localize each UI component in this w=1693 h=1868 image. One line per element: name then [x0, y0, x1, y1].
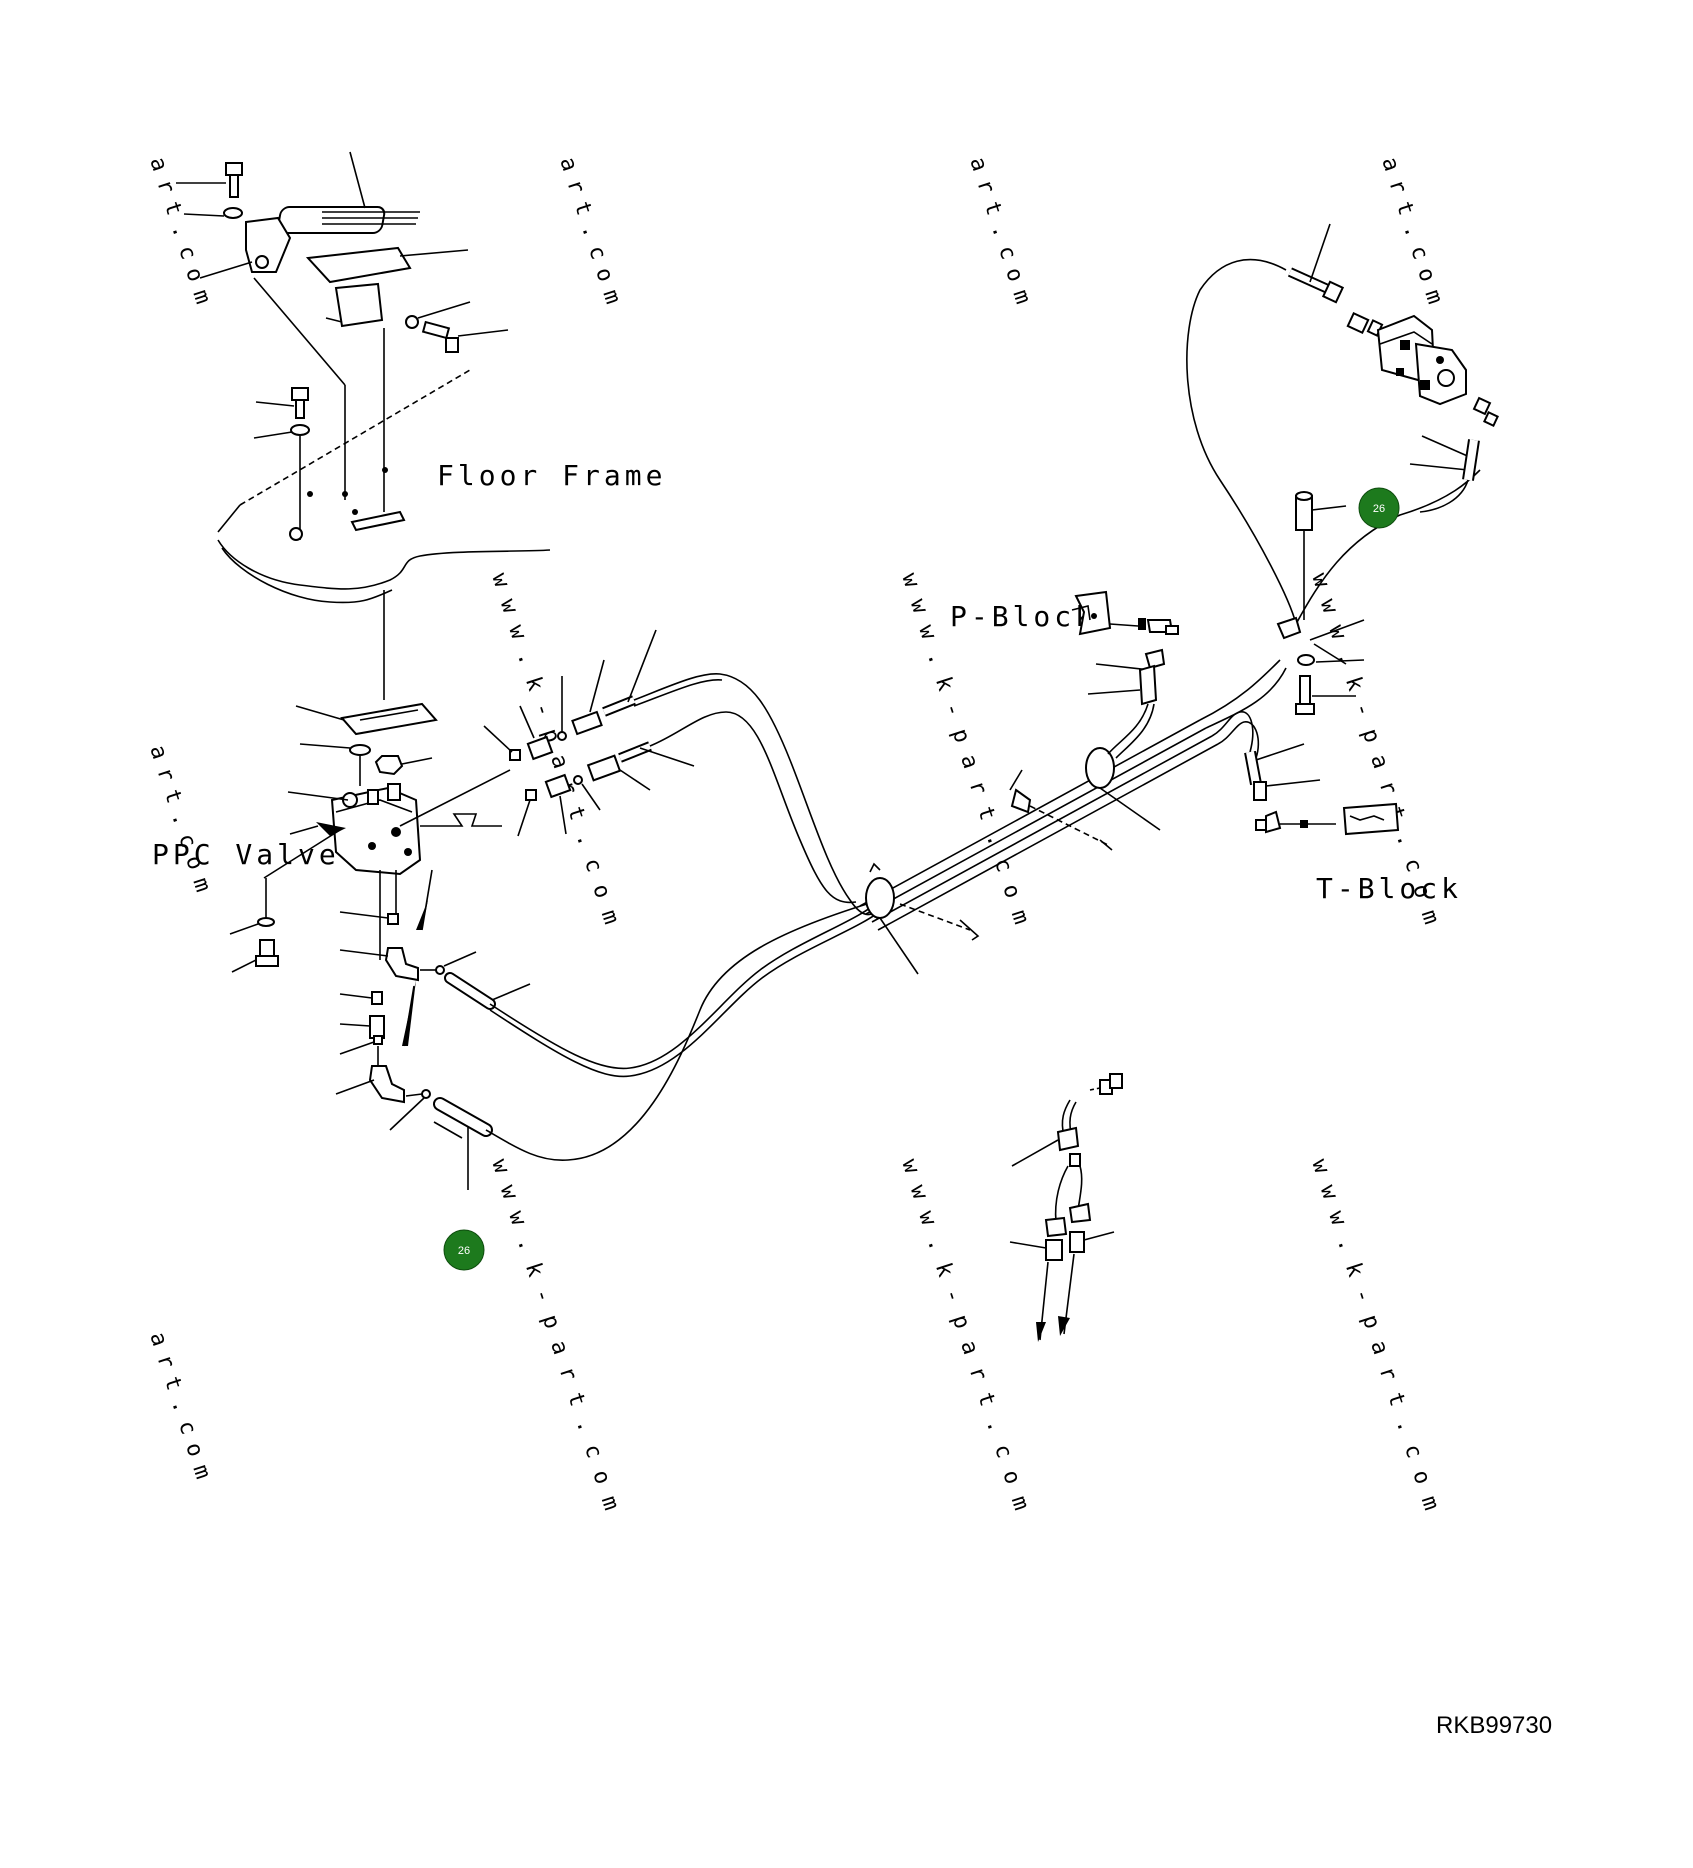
washer-icon — [349, 744, 371, 756]
watermark-kpart: www.k-part.com — [896, 1156, 1038, 1526]
watermark-art: art.com — [144, 742, 218, 904]
pedal-pad — [277, 206, 420, 234]
washer-icon — [290, 424, 310, 436]
svg-text:26: 26 — [1373, 503, 1385, 515]
p-block: P-Block — [950, 590, 1179, 759]
valve-outlets — [335, 869, 477, 1131]
sleeve-and-bolt — [1276, 491, 1365, 715]
watermark-art: art.com — [554, 154, 628, 316]
watermark-kpart: www.k-part.com — [486, 570, 628, 940]
pedal-plate — [305, 246, 412, 284]
washer-icon — [1297, 654, 1315, 666]
pipe-bundle — [859, 659, 1287, 975]
bolt-icon — [229, 878, 279, 973]
control-valve — [1186, 223, 1499, 625]
watermark-art: art.com — [1376, 154, 1450, 316]
watermark-kpart: www.k-part.com — [486, 1156, 628, 1526]
svg-text:26: 26 — [458, 1245, 470, 1257]
nut-icon — [374, 755, 433, 776]
pipe-clamp — [1085, 747, 1115, 789]
callout-badge[interactable]: 26 — [443, 1229, 485, 1271]
drawing-code: RKB99730 — [1436, 1712, 1552, 1739]
floor-frame-label: Floor Frame — [437, 459, 666, 492]
bolt-icon — [255, 387, 309, 419]
boot-plate — [340, 702, 438, 736]
pipe-clamp — [865, 877, 895, 919]
watermark-art: art.com — [964, 154, 1038, 316]
bolt-icon — [421, 320, 509, 353]
pedal-assembly — [176, 151, 509, 540]
bolt-icon — [176, 162, 243, 198]
washer-icon — [183, 207, 243, 219]
ppc-valve — [263, 769, 511, 879]
ppc-valve-label: PPC Valve — [152, 838, 340, 871]
elbow-fitting — [368, 1065, 405, 1104]
t-block: T-Block — [1244, 743, 1462, 905]
mid-fittings — [483, 629, 885, 916]
nut-icon — [405, 315, 419, 329]
elbow-fitting — [384, 947, 419, 982]
callout-badge[interactable]: 26 — [1358, 487, 1400, 529]
floor-frame: Floor Frame — [217, 369, 666, 604]
pipe-clamp — [1276, 616, 1302, 640]
hinge-block — [334, 282, 384, 328]
p-block-label: P-Block — [950, 600, 1096, 633]
watermark-art: art.com — [144, 154, 218, 316]
hose — [444, 899, 885, 1078]
t-block-label: T-Block — [1316, 872, 1462, 905]
hose — [433, 899, 881, 1190]
pressure-switch-assembly — [1009, 1073, 1123, 1342]
watermark-art: art.com — [144, 1329, 218, 1491]
watermark-kpart: www.k-part.com — [1306, 1156, 1448, 1526]
